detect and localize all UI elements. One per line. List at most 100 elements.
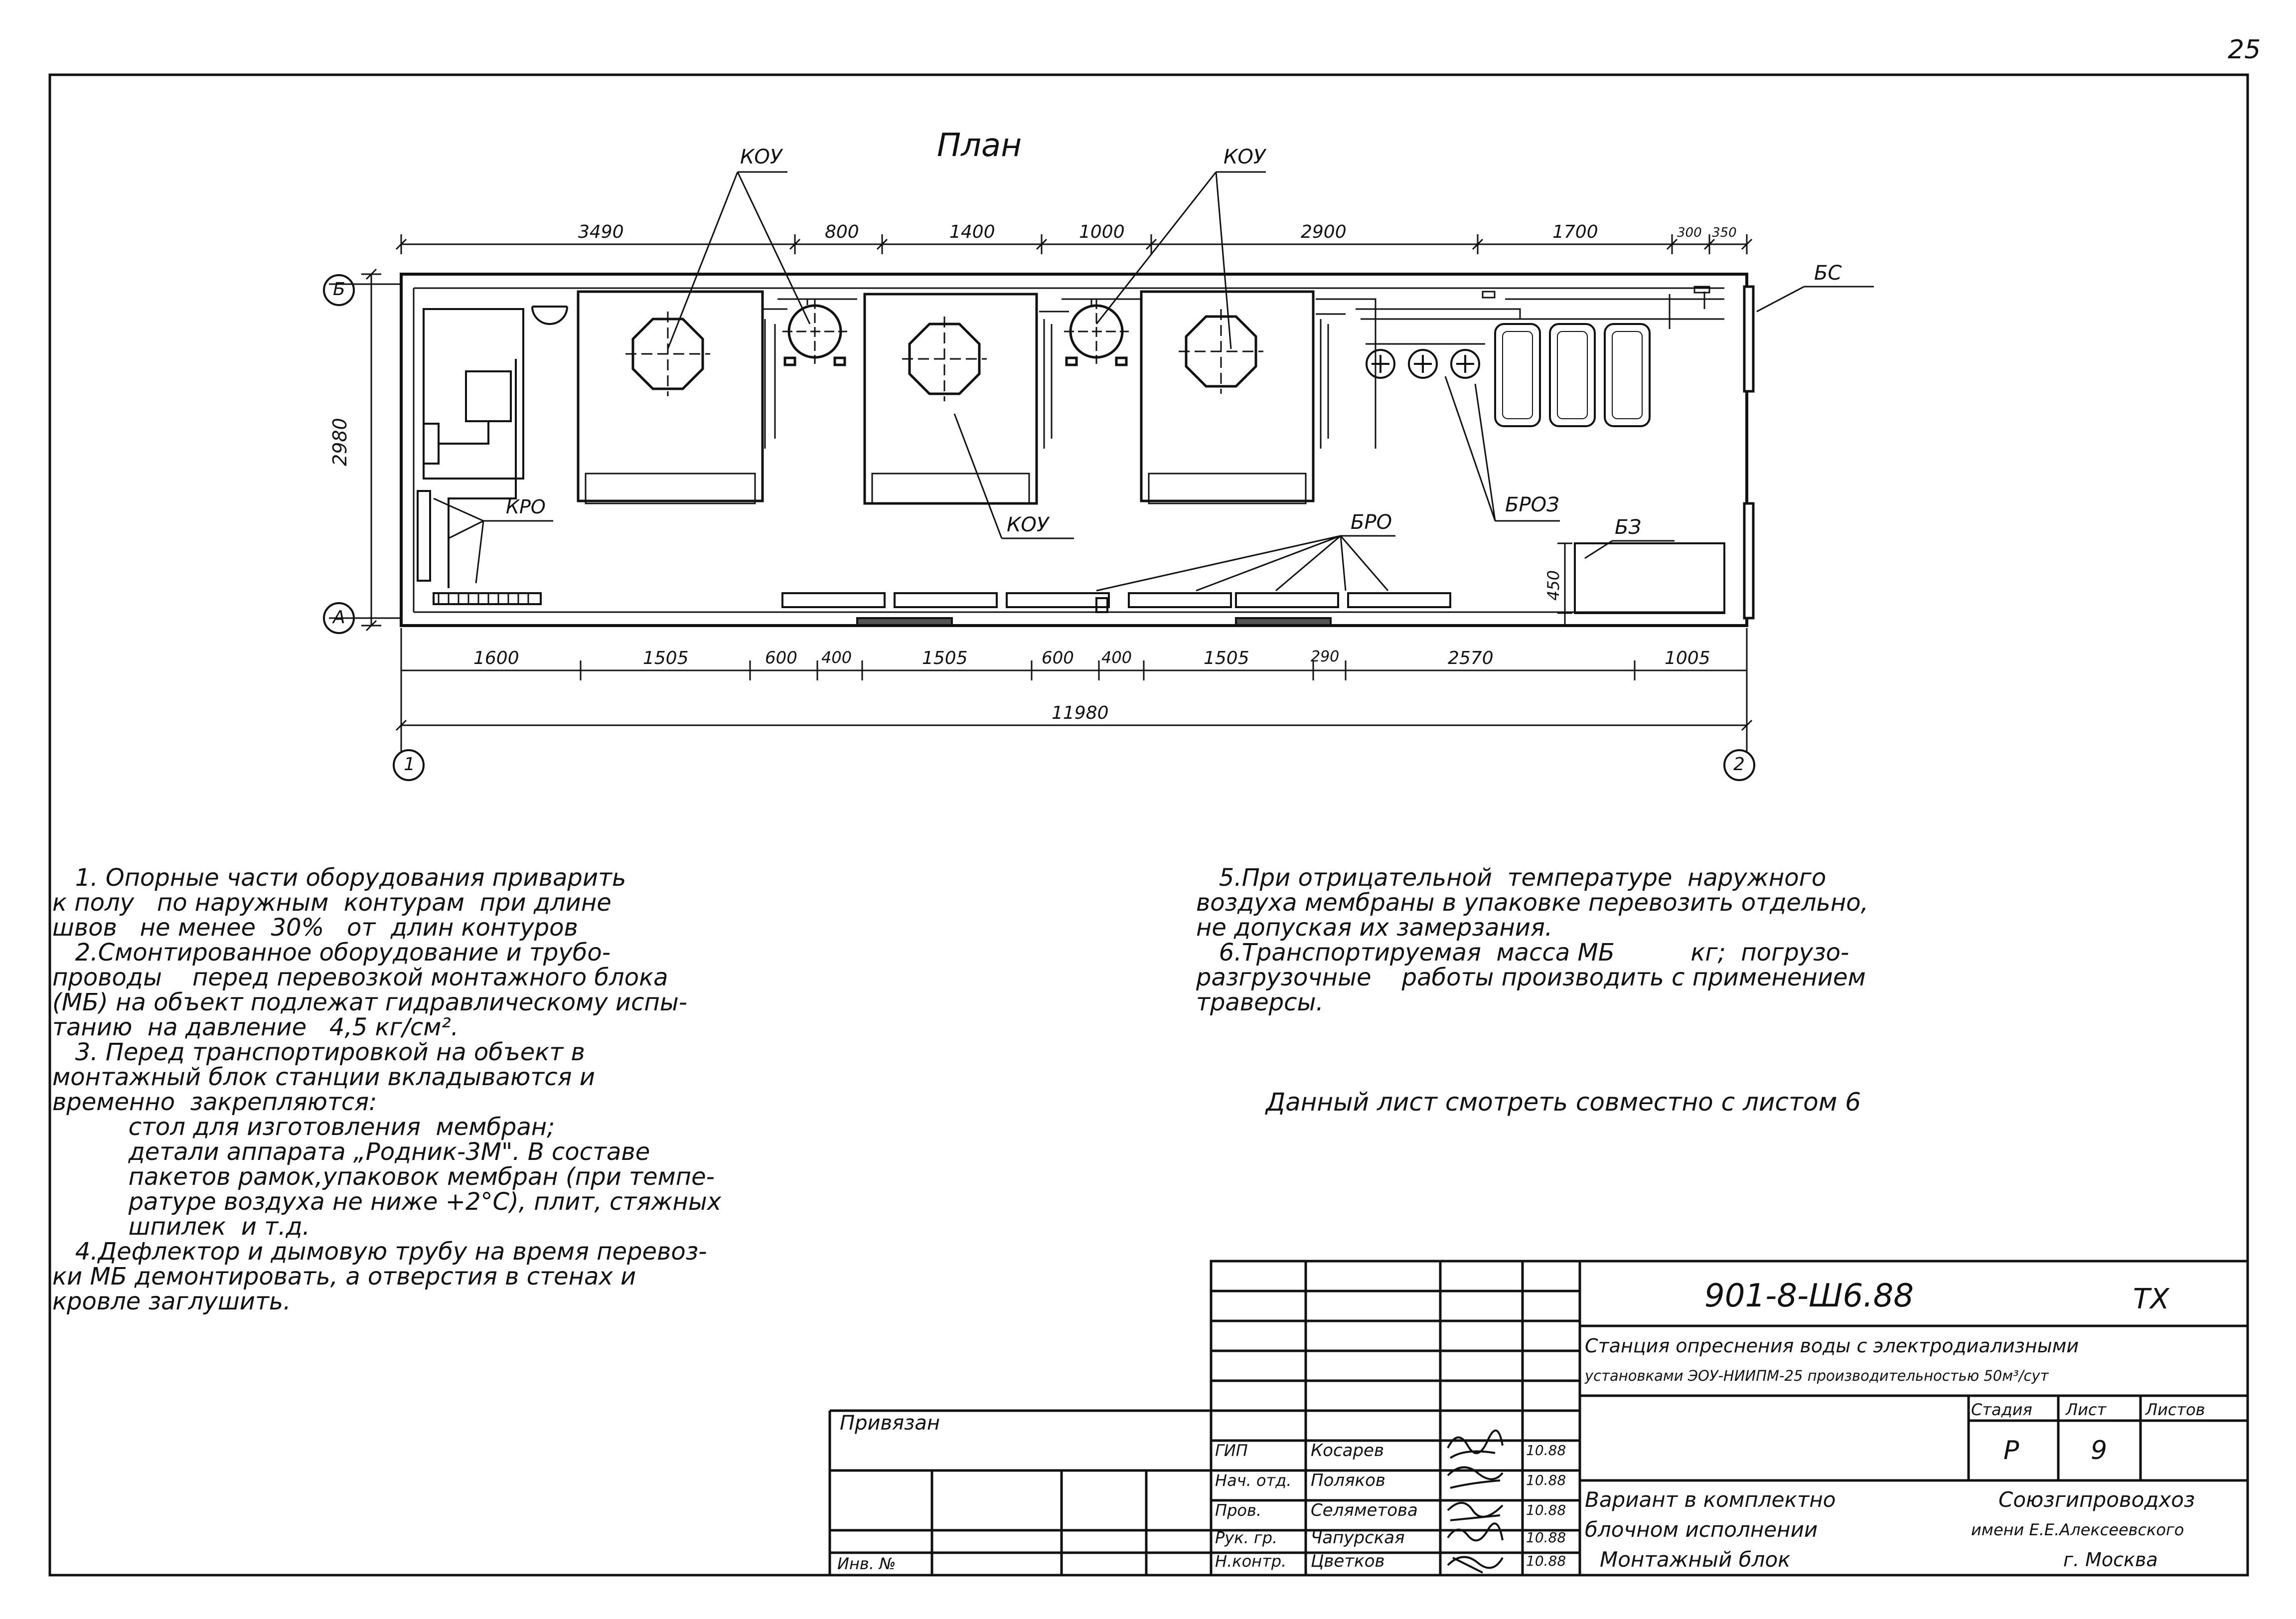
stage-header: Стадия: [1971, 1400, 2032, 1419]
dimensions-top: [395, 234, 1753, 254]
note-line-left: (МБ) на объект подлежат гидравлическому …: [52, 988, 688, 1016]
approval-date: 10.88: [1526, 1553, 1566, 1569]
approval-name: Цветков: [1311, 1551, 1385, 1571]
doc-code: 901-8-Ш6.88: [1704, 1278, 1914, 1314]
dim-height: 2980: [329, 418, 351, 466]
note-see-sheet: Данный лист смотреть совместно с листом …: [1266, 1088, 1861, 1117]
label-b3: БЗ: [1615, 516, 1642, 539]
signatures: [1447, 1429, 1504, 1574]
dim-bottom: 400: [821, 648, 852, 667]
dim-top: 350: [1712, 225, 1737, 240]
dim-top: 800: [825, 222, 859, 242]
note-line-left: монтажный блок станции вкладываются и: [52, 1063, 595, 1091]
note-line-left: проводы перед перевозкой монтажного блок…: [52, 964, 668, 991]
label-bro3: БРОЗ: [1505, 493, 1559, 516]
doc-title-2: установками ЭОУ-НИИПМ-25 производительно…: [1585, 1367, 2049, 1384]
label-bs: БС: [1814, 262, 1842, 285]
dim-top: 2900: [1301, 222, 1347, 242]
approval-name: Чапурская: [1311, 1528, 1405, 1548]
dim-top: 3490: [578, 222, 624, 242]
note-line-right: воздуха мембраны в упаковке перевозить о…: [1196, 889, 1868, 917]
kou-unit-3: [1140, 290, 1315, 504]
label-bro: БРО: [1351, 511, 1392, 534]
variant-line-2: блочном исполнении: [1585, 1517, 1818, 1542]
approval-name: Косарев: [1311, 1441, 1384, 1460]
door-b3: [1743, 502, 1755, 620]
note-line-left: ратуре воздуха не ниже +2°С), плит, стяж…: [52, 1188, 722, 1216]
note-line-left: стол для изготовления мембран;: [52, 1113, 555, 1141]
dim-total: 11980: [1052, 703, 1109, 723]
sheets-header: Листов: [2145, 1400, 2205, 1419]
approval-role: Н.контр.: [1215, 1552, 1287, 1571]
approval-name: Поляков: [1311, 1470, 1385, 1490]
axis-label-1: 1: [404, 754, 415, 775]
approval-date: 10.88: [1526, 1442, 1566, 1458]
heaters-bro: [781, 592, 1451, 626]
dim-bottom: 1505: [922, 648, 968, 668]
block-b3: [1574, 542, 1725, 614]
approval-role: Рук. гр.: [1215, 1528, 1278, 1547]
note-line-right: не допуская их замерзания.: [1196, 914, 1553, 942]
page-number: 25: [2228, 35, 2261, 65]
label-kou-3: КОУ: [1007, 513, 1049, 536]
dim-top: 1000: [1079, 222, 1125, 242]
dim-bottom: 1505: [1204, 648, 1249, 668]
org-line-2: имени Е.Е.Алексеевского: [1971, 1520, 2184, 1539]
leader-lines: [433, 171, 1874, 592]
dim-bottom: 2570: [1448, 648, 1494, 668]
piping: [763, 286, 1724, 449]
title-block: [828, 1260, 2249, 1577]
doc-title-1: Станция опреснения воды с электродиализн…: [1585, 1335, 2079, 1357]
approval-date: 10.88: [1526, 1502, 1566, 1518]
dim-top: 1700: [1552, 222, 1598, 242]
note-line-left: 4.Дефлектор и дымовую трубу на время пер…: [52, 1238, 707, 1266]
sheet-header: Лист: [2066, 1400, 2107, 1419]
label-kou-2: КОУ: [1224, 146, 1266, 168]
kro-equipment: [417, 306, 568, 605]
dim-bottom: 290: [1311, 648, 1340, 665]
note-line-right: разгрузочные работы производить с примен…: [1196, 964, 1866, 991]
label-kou-1: КОУ: [740, 146, 782, 168]
heater-kro: [433, 592, 542, 605]
door-bs: [1743, 285, 1755, 393]
variant-line-3: Монтажный блок: [1600, 1547, 1791, 1572]
plan-title: План: [937, 127, 1022, 164]
dim-bottom: 600: [765, 648, 797, 668]
note-line-left: ки МБ демонтировать, а отверстия в стена…: [52, 1263, 636, 1291]
variant-line-1: Вариант в комплектно: [1585, 1487, 1836, 1512]
privyazan-label: Привязан: [840, 1412, 940, 1435]
dim-small: 450: [1544, 570, 1563, 601]
filter-vessel-1: [782, 299, 847, 366]
kou-unit-1: [577, 290, 764, 504]
dim-top: 1400: [949, 222, 995, 242]
dim-bottom: 1005: [1665, 648, 1710, 668]
floor-plan: [323, 171, 1874, 781]
container-outer-wall: [400, 273, 1748, 627]
pumps-bro3: [1366, 343, 1485, 379]
membrane-vessels: [1494, 323, 1651, 427]
note-line-left: к полу по наружным контурам при длине: [52, 889, 612, 917]
approval-date: 10.88: [1526, 1472, 1566, 1488]
note-line-left: шпилек и т.д.: [52, 1213, 310, 1241]
axis-label-b: Б: [333, 279, 345, 300]
note-line-left: детали аппарата „Родник-3М". В составе: [52, 1138, 650, 1166]
note-line-left: танию на давление 4,5 кг/см².: [52, 1013, 459, 1041]
inv-no-label: Инв. №: [837, 1554, 896, 1573]
approval-date: 10.88: [1526, 1529, 1566, 1546]
approval-role: ГИП: [1215, 1441, 1248, 1460]
org-line-3: г. Москва: [2063, 1549, 2158, 1571]
axis-label-a: А: [333, 607, 345, 628]
note-line-left: временно закрепляются:: [52, 1088, 377, 1116]
org-line-1: Союзгипроводхоз: [1998, 1487, 2195, 1512]
note-line-right: траверсы.: [1196, 988, 1324, 1016]
note-line-left: 1. Опорные части оборудования приварить: [52, 864, 626, 892]
stage-value: Р: [2003, 1436, 2019, 1465]
dim-bottom: 1505: [643, 648, 689, 668]
approval-role: Нач. отд.: [1215, 1471, 1292, 1490]
approval-name: Селяметова: [1311, 1500, 1418, 1520]
doc-mark: ТХ: [2133, 1283, 2169, 1315]
filter-vessel-2: [1064, 299, 1129, 366]
dimensions-bottom: [395, 628, 1753, 753]
dim-bottom: 600: [1042, 648, 1074, 668]
note-line-left: швов не менее 30% от длин контуров: [52, 914, 578, 942]
